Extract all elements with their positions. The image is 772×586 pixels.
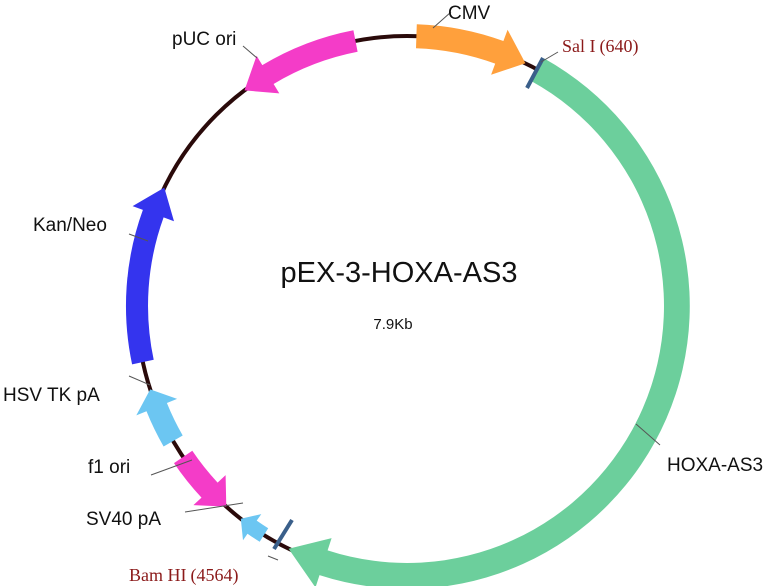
plasmid-size: 7.9Kb (373, 316, 412, 333)
bam-hi-position: (4564) (191, 565, 239, 586)
puc-ori-arrow[interactable] (244, 30, 358, 94)
bam-hi-leader (267, 555, 279, 561)
cmv-label: CMV (448, 3, 491, 24)
puc-ori-leader (242, 45, 258, 59)
sv40-pa-leader (184, 502, 244, 513)
plasmid-name: pEX-3-HOXA-AS3 (281, 257, 518, 289)
hoxa-as3-arrow[interactable] (288, 58, 690, 586)
kan-neo-label: Kan/Neo (33, 215, 107, 236)
bam-hi-label: Bam HI(4564) (129, 565, 239, 586)
hsv-tk-pa-arrow[interactable] (136, 389, 183, 447)
sal-i-position: (640) (600, 36, 639, 57)
hoxa-as3-label: HOXA-AS3 (667, 455, 763, 476)
f1-ori-arrow[interactable] (174, 450, 227, 507)
kan-neo-arrow[interactable] (125, 187, 174, 365)
f1-ori-leader (150, 459, 193, 476)
puc-ori-label: pUC ori (172, 29, 236, 50)
bam-hi-enzyme: Bam HI (129, 565, 187, 585)
cmv-arrow[interactable] (416, 24, 526, 75)
sv40-pa-label: SV40 pA (86, 509, 161, 530)
kan-neo-leader (128, 233, 149, 242)
feature-arrows (125, 24, 690, 586)
sal-i-label: Sal I(640) (562, 36, 639, 57)
sv40-pa-arrow[interactable] (240, 514, 269, 542)
bam-hi-site-mark (272, 518, 294, 551)
f1-ori-label: f1 ori (88, 457, 130, 478)
cmv-leader (432, 11, 452, 29)
hsv-tk-pa-label: HSV TK pA (3, 385, 100, 406)
hoxa-as3-leader (635, 423, 661, 446)
hsv-tk-pa-leader (128, 375, 151, 386)
sal-i-enzyme: Sal I (562, 36, 596, 56)
sal-i-site-mark (525, 57, 545, 89)
sal-i-leader (540, 51, 559, 63)
